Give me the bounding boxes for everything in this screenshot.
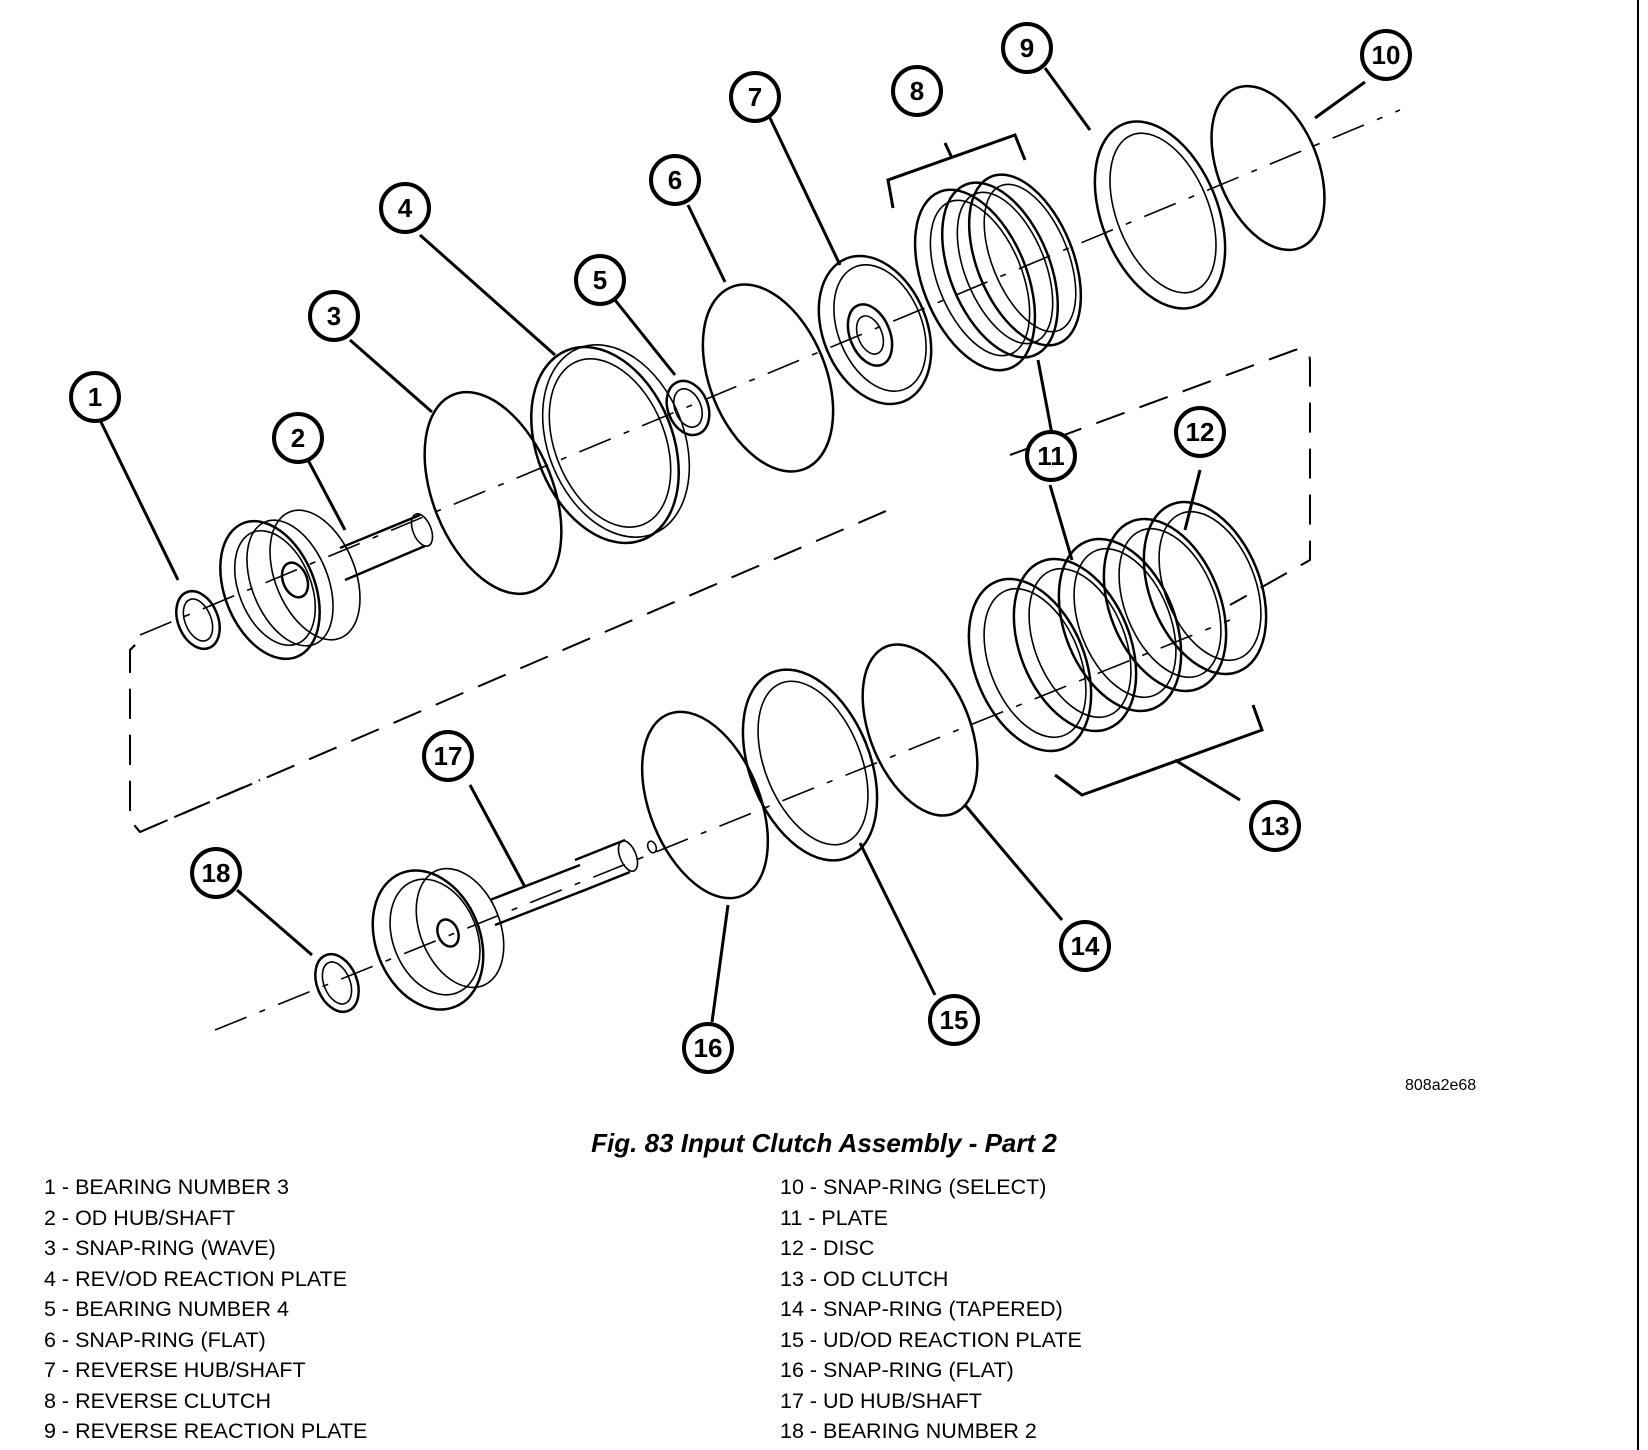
part-od-clutch-plates [967, 500, 1268, 753]
callout-18: 18 [190, 847, 242, 899]
callout-label: 4 [398, 193, 413, 223]
part-bearing-number-2 [314, 952, 360, 1014]
part-bearing-number-3 [175, 589, 221, 651]
page-edge-line [1637, 0, 1639, 1450]
callout-16: 16 [682, 1022, 734, 1074]
callout-label: 16 [694, 1033, 723, 1063]
callout-14: 14 [1059, 920, 1111, 972]
callout-label: 12 [1186, 417, 1215, 447]
callout-15: 15 [928, 994, 980, 1046]
legend-item: 18 - BEARING NUMBER 2 [780, 1419, 1037, 1443]
part-ud-od-reaction-plate [741, 668, 879, 862]
callout-label: 15 [940, 1005, 969, 1035]
legend-item: 13 - OD CLUTCH [780, 1266, 949, 1291]
part-od-hub-shaft [219, 509, 434, 661]
callout-4: 4 [379, 182, 431, 234]
connection-bracket-upper [139, 348, 1311, 833]
callout-label: 1 [88, 382, 102, 412]
legend-item: 17 - UD HUB/SHAFT [780, 1388, 982, 1413]
part-snap-ring-flat-upper [701, 283, 835, 473]
callout-label: 7 [748, 82, 762, 112]
legend-item: 8 - REVERSE CLUTCH [44, 1388, 271, 1413]
part-reverse-hub-shaft [817, 254, 933, 406]
legend-item: 14 - SNAP-RING (TAPERED) [780, 1297, 1063, 1321]
part-bearing-number-4 [665, 379, 711, 437]
callout-label: 14 [1071, 931, 1100, 961]
callout-label: 13 [1261, 811, 1290, 841]
part-rev-od-reaction-plate [530, 344, 691, 545]
part-reverse-clutch [913, 173, 1083, 372]
callout-9: 9 [1001, 22, 1053, 74]
bracket-od-clutch [1054, 704, 1264, 802]
part-reverse-reaction-plate [1093, 120, 1227, 310]
connection-bracket [129, 644, 261, 834]
leader-lines [98, 67, 1366, 1023]
legend-item: 12 - DISC [780, 1236, 875, 1260]
bracket-reverse-clutch [886, 133, 1027, 209]
callout-5: 5 [574, 254, 626, 306]
lower-axis-centerline [214, 619, 1231, 1031]
callout-12: 12 [1174, 406, 1226, 458]
legend-item: 6 - SNAP-RING (FLAT) [44, 1327, 266, 1352]
legend-item: 16 - SNAP-RING (FLAT) [780, 1358, 1014, 1382]
callout-label: 11 [1037, 441, 1065, 471]
legend-item: 9 - REVERSE REACTION PLATE [44, 1419, 368, 1443]
callout-6: 6 [649, 154, 701, 206]
legend-item: 7 - REVERSE HUB/SHAFT [44, 1358, 306, 1382]
callout-17: 17 [422, 730, 474, 782]
legend-item: 3 - SNAP-RING (WAVE) [44, 1236, 276, 1260]
legend-item: 5 - BEARING NUMBER 4 [44, 1297, 289, 1321]
upper-axis-centerline [139, 109, 1401, 636]
callout-label: 17 [434, 741, 463, 771]
image-code: 808a2e68 [1405, 1077, 1477, 1094]
callout-label: 3 [327, 301, 341, 331]
callout-label: 10 [1372, 40, 1401, 70]
callout-label: 6 [668, 165, 682, 195]
connection-bracket-left [129, 644, 141, 833]
legend-item: 15 - UD/OD REACTION PLATE [780, 1327, 1082, 1352]
callout-label: 5 [593, 265, 607, 295]
part-snap-ring-wave [423, 390, 563, 596]
callout-13: 13 [1249, 800, 1301, 852]
part-snap-ring-tapered [861, 643, 979, 817]
callout-7: 7 [729, 71, 781, 123]
callout-label: 18 [202, 858, 231, 888]
legend-item: 4 - REV/OD REACTION PLATE [44, 1266, 348, 1291]
part-snap-ring-select [1210, 84, 1326, 252]
part-snap-ring-flat-lower [640, 710, 770, 900]
callout-10: 10 [1360, 29, 1412, 81]
callout-2: 2 [272, 412, 324, 464]
callout-label: 2 [291, 423, 305, 453]
callout-3: 3 [308, 290, 360, 342]
legend-item: 11 - PLATE [780, 1205, 888, 1230]
legend-item: 10 - SNAP-RING (SELECT) [780, 1175, 1047, 1199]
figure-caption: Fig. 83 Input Clutch Assembly - Part 2 [591, 1128, 1057, 1158]
part-ud-hub-shaft [371, 838, 658, 1011]
exploded-view-diagram: 1 2 3 4 5 6 7 8 [69, 22, 1412, 1074]
callout-label: 9 [1020, 33, 1034, 63]
legend-item: 2 - OD HUB/SHAFT [44, 1205, 236, 1230]
legend-item: 1 - BEARING NUMBER 3 [44, 1175, 289, 1199]
callout-11: 11 [1025, 430, 1077, 482]
callout-label: 8 [910, 76, 924, 106]
callout-1: 1 [69, 371, 121, 423]
callout-8: 8 [891, 65, 943, 117]
legend-left-column: 1 - BEARING NUMBER 3 2 - OD HUB/SHAFT 3 … [44, 1172, 367, 1447]
legend-right-column: 10 - SNAP-RING (SELECT) 11 - PLATE 12 - … [780, 1172, 1082, 1447]
